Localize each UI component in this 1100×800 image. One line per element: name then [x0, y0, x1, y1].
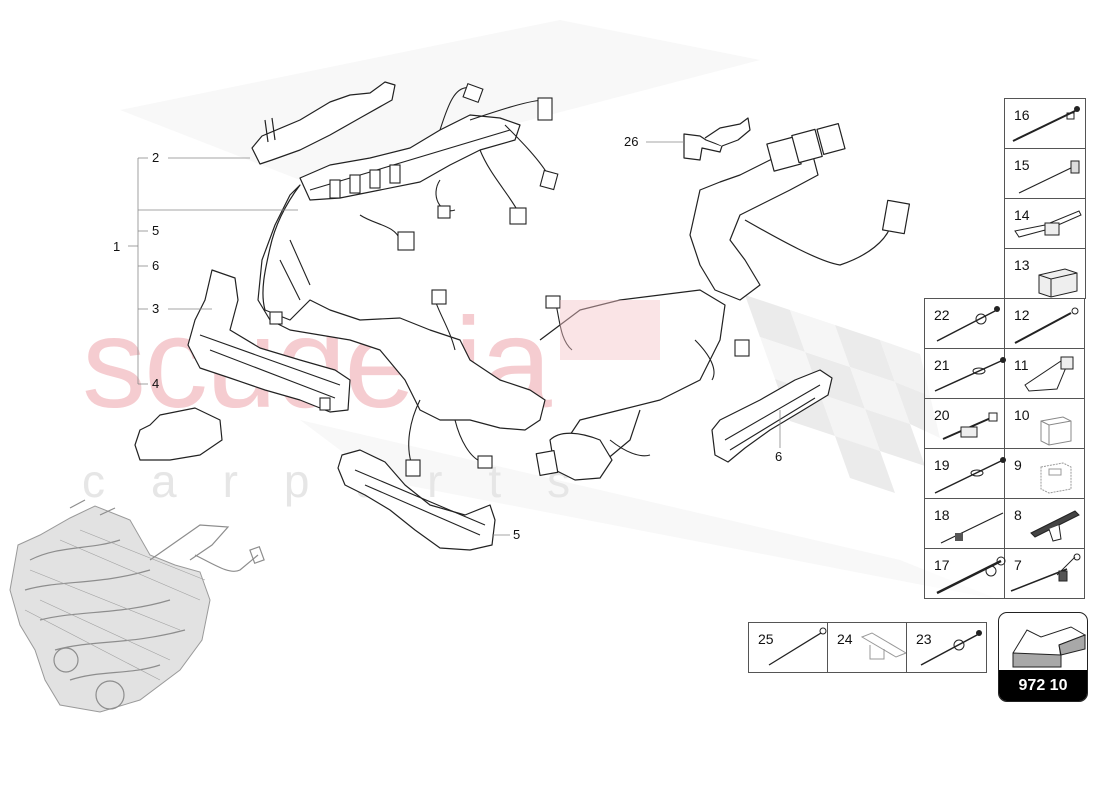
part-number: 20 [934, 407, 950, 423]
cable-tie-clip-icon [936, 556, 1006, 595]
callout-5[interactable]: 5 [152, 223, 160, 238]
part-cell-17[interactable]: 17 [924, 548, 1006, 599]
callout-group-1: 1 [113, 239, 121, 254]
arrow-block-icon [1012, 626, 1087, 668]
part-number: 21 [934, 357, 950, 373]
part-number: 18 [934, 507, 950, 523]
callout-26[interactable]: 26 [624, 134, 639, 149]
section-badge: 972 10 [998, 612, 1088, 702]
part-cell-16[interactable]: 16 [1004, 98, 1086, 149]
part-6-cover [711, 369, 833, 463]
part-cell-15[interactable]: 15 [1004, 148, 1086, 199]
part-number: 8 [1014, 507, 1022, 523]
part-cell-20[interactable]: 20 [924, 398, 1005, 449]
part-cell-9[interactable]: 9 [1004, 448, 1085, 499]
part-cell-25[interactable]: 25 [748, 622, 828, 673]
cable-tie-bracket-icon [1018, 160, 1080, 194]
cable-tie-icon [1014, 307, 1079, 344]
part-cell-18[interactable]: 18 [924, 498, 1005, 549]
cable-clamp-icon [1024, 356, 1074, 392]
callout-4[interactable]: 4 [152, 376, 160, 391]
part-number: 11 [1014, 357, 1029, 373]
callout-2[interactable]: 2 [152, 150, 160, 165]
cable-tie-clip-icon [1012, 106, 1080, 142]
cable-tie-clip-icon [940, 512, 1004, 544]
cable-tie-anchor-icon [934, 357, 1006, 392]
part-cell-21[interactable]: 21 [924, 348, 1006, 399]
cable-tie-holder-icon [942, 412, 998, 440]
part-number: 19 [934, 457, 950, 473]
part-cell-24[interactable]: 24 [827, 622, 908, 673]
cable-tie-anchor-icon [934, 457, 1006, 494]
part-number: 14 [1014, 207, 1030, 223]
part-number: 10 [1014, 407, 1030, 423]
part-number: 25 [758, 631, 774, 647]
section-code: 972 10 [999, 670, 1087, 701]
part-cell-14[interactable]: 14 [1004, 198, 1086, 249]
part-cell-10[interactable]: 10 [1004, 398, 1085, 449]
part-cell-13[interactable]: 13 [1004, 248, 1086, 299]
part-number: 15 [1014, 157, 1030, 173]
part-cell-23[interactable]: 23 [906, 622, 987, 673]
connector-cover-icon [1040, 462, 1072, 494]
callout-5-bottom[interactable]: 5 [513, 527, 521, 542]
part-2-cover [251, 81, 396, 165]
part-cell-8[interactable]: 8 [1004, 498, 1085, 549]
part-cell-12[interactable]: 12 [1004, 298, 1085, 349]
connector-block-icon [1040, 416, 1072, 446]
part-number: 17 [934, 557, 950, 573]
bracket-plate-icon [860, 632, 908, 660]
part-number: 24 [837, 631, 853, 647]
callout-3[interactable]: 3 [152, 301, 160, 316]
callout-6[interactable]: 6 [152, 258, 160, 273]
part-3-duct [187, 269, 351, 413]
part-number: 13 [1014, 257, 1030, 273]
part-cell-7[interactable]: 7 [1004, 548, 1085, 599]
part-number: 22 [934, 307, 950, 323]
part-cell-11[interactable]: 11 [1004, 348, 1085, 399]
part-number: 16 [1014, 107, 1030, 123]
cable-tie-icon [768, 627, 827, 666]
cable-tie-anchor-icon [920, 630, 982, 666]
callout-6-right[interactable]: 6 [775, 449, 783, 464]
fir-tree-clip-icon [1030, 510, 1080, 542]
part-number: 12 [1014, 307, 1030, 323]
cable-tie-holder-icon [1014, 210, 1082, 238]
part-cell-22[interactable]: 22 [924, 298, 1005, 349]
part-cell-19[interactable]: 19 [924, 448, 1006, 499]
part-number: 9 [1014, 457, 1022, 473]
cable-tie-anchor-icon [936, 306, 1000, 342]
part-number: 23 [916, 631, 932, 647]
part-4-cover [134, 407, 223, 461]
connector-housing-icon [1038, 268, 1078, 298]
cable-tie-clip-icon [1010, 553, 1081, 592]
part-26-bracket [683, 133, 723, 161]
part-number: 7 [1014, 557, 1022, 573]
